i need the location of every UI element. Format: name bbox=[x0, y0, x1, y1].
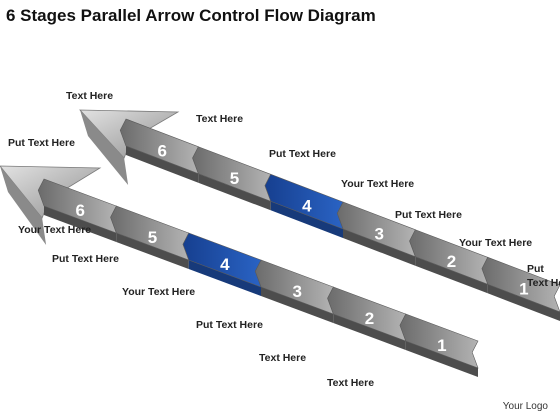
segment-number: 6 bbox=[75, 201, 84, 220]
stage-label: Put Text Here bbox=[269, 148, 336, 160]
stage-label: Text Here bbox=[259, 352, 306, 364]
segment-number: 5 bbox=[148, 228, 157, 247]
stage-label: Put Text Here bbox=[52, 253, 119, 265]
segment-side bbox=[270, 201, 343, 238]
segment-number: 4 bbox=[302, 197, 312, 216]
segment-side bbox=[343, 229, 416, 266]
segment-number: 1 bbox=[437, 336, 446, 355]
segment-side bbox=[44, 206, 117, 242]
arrow-head-side bbox=[80, 110, 129, 185]
stage-label: Text Here bbox=[66, 90, 113, 102]
segment-number: 6 bbox=[157, 141, 166, 160]
stage-label: Put Text Here bbox=[395, 209, 462, 221]
stage-label: Put Text Here bbox=[196, 319, 263, 331]
segment-number: 5 bbox=[230, 169, 239, 188]
segment-side bbox=[487, 284, 560, 321]
segment-number: 1 bbox=[519, 280, 528, 299]
segment-number: 4 bbox=[220, 255, 230, 274]
logo-text: Your Logo bbox=[502, 401, 548, 412]
segment-side bbox=[333, 314, 406, 350]
segment-number: 3 bbox=[292, 282, 301, 301]
page-title: 6 Stages Parallel Arrow Control Flow Dia… bbox=[6, 6, 376, 25]
segment-side bbox=[188, 260, 261, 296]
stage-label: Your Text Here bbox=[341, 178, 414, 190]
segment-6 bbox=[119, 118, 199, 175]
segment-number: 3 bbox=[374, 224, 383, 243]
stage-label: Text Here bbox=[327, 377, 374, 389]
stage-label: Put Text Here bbox=[8, 137, 75, 149]
stage-label-line2: Text Here bbox=[527, 277, 560, 289]
segment-number: 2 bbox=[447, 252, 456, 271]
stage-label: Your Text Here bbox=[18, 224, 91, 236]
segment-side bbox=[261, 287, 334, 323]
stage-label: Your Text Here bbox=[459, 237, 532, 249]
segment-side bbox=[405, 341, 478, 377]
segment-side bbox=[415, 256, 488, 294]
stage-label: Your Text Here bbox=[122, 286, 195, 298]
segment-side bbox=[116, 233, 189, 269]
segment-6 bbox=[37, 178, 117, 234]
segment-side bbox=[126, 146, 199, 183]
segment-side bbox=[198, 173, 271, 211]
stage-label: Put bbox=[527, 263, 544, 275]
stage-label: Text Here bbox=[196, 113, 243, 125]
segment-number: 2 bbox=[365, 309, 374, 328]
arrow-head-side bbox=[0, 166, 47, 245]
